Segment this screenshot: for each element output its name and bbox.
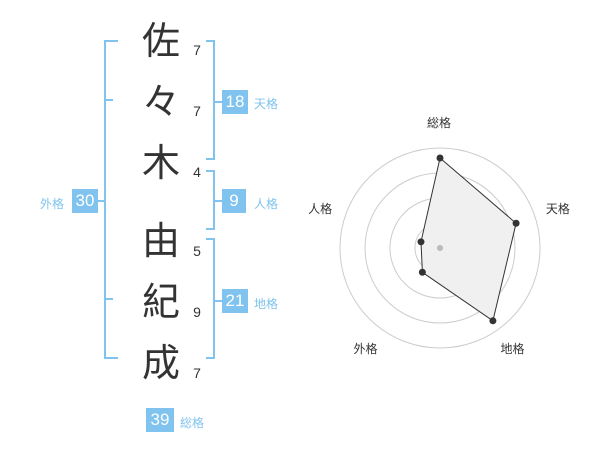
name-char-5: 紀	[141, 280, 180, 324]
radar-point-4	[418, 268, 426, 276]
stroke-count-6: 7	[193, 365, 201, 381]
name-char-2: 々	[141, 80, 180, 124]
radar-point-2	[512, 219, 520, 227]
radar-axis-label-1: 総格	[427, 116, 452, 130]
stroke-count-2: 7	[193, 103, 201, 119]
stroke-count-4: 5	[193, 243, 201, 259]
chikaku-label: 地格	[254, 297, 279, 311]
tenkaku-label: 天格	[254, 97, 279, 111]
radar-point-1	[436, 154, 444, 162]
radar-axis-label-4: 外格	[353, 342, 378, 357]
tenkaku-badge: 18	[222, 90, 248, 114]
soukaku-badge: 39	[146, 408, 174, 432]
jinkaku-label: 人格	[254, 197, 279, 211]
radar-center-dot	[437, 245, 443, 251]
radar-axis-label-3: 地格	[500, 342, 525, 357]
radar-point-3	[489, 317, 497, 325]
chikaku-bracket	[206, 238, 215, 359]
radar-point-5	[417, 238, 425, 246]
radar-ring-4	[339, 147, 541, 349]
tenkaku-bracket	[206, 40, 215, 160]
name-char-3: 木	[141, 141, 180, 185]
jinkaku-badge: 9	[222, 189, 246, 213]
gaikaku-label: 外格	[40, 197, 65, 211]
radar-area	[420, 157, 517, 322]
stroke-count-5: 9	[193, 304, 201, 320]
radar-axis-label-2: 天格	[545, 202, 570, 217]
name-char-4: 由	[141, 219, 180, 263]
radar-axis-label-5: 人格	[308, 202, 333, 217]
gaikaku-bracket	[104, 40, 118, 359]
chikaku-badge: 21	[222, 289, 248, 313]
stroke-count-1: 7	[193, 42, 201, 58]
name-char-6: 成	[141, 341, 180, 385]
stroke-count-3: 4	[193, 164, 201, 180]
name-char-1: 佐	[141, 19, 180, 63]
soukaku-label: 総格	[180, 416, 205, 430]
radar-points	[417, 154, 520, 325]
gaikaku-badge: 30	[72, 189, 98, 213]
